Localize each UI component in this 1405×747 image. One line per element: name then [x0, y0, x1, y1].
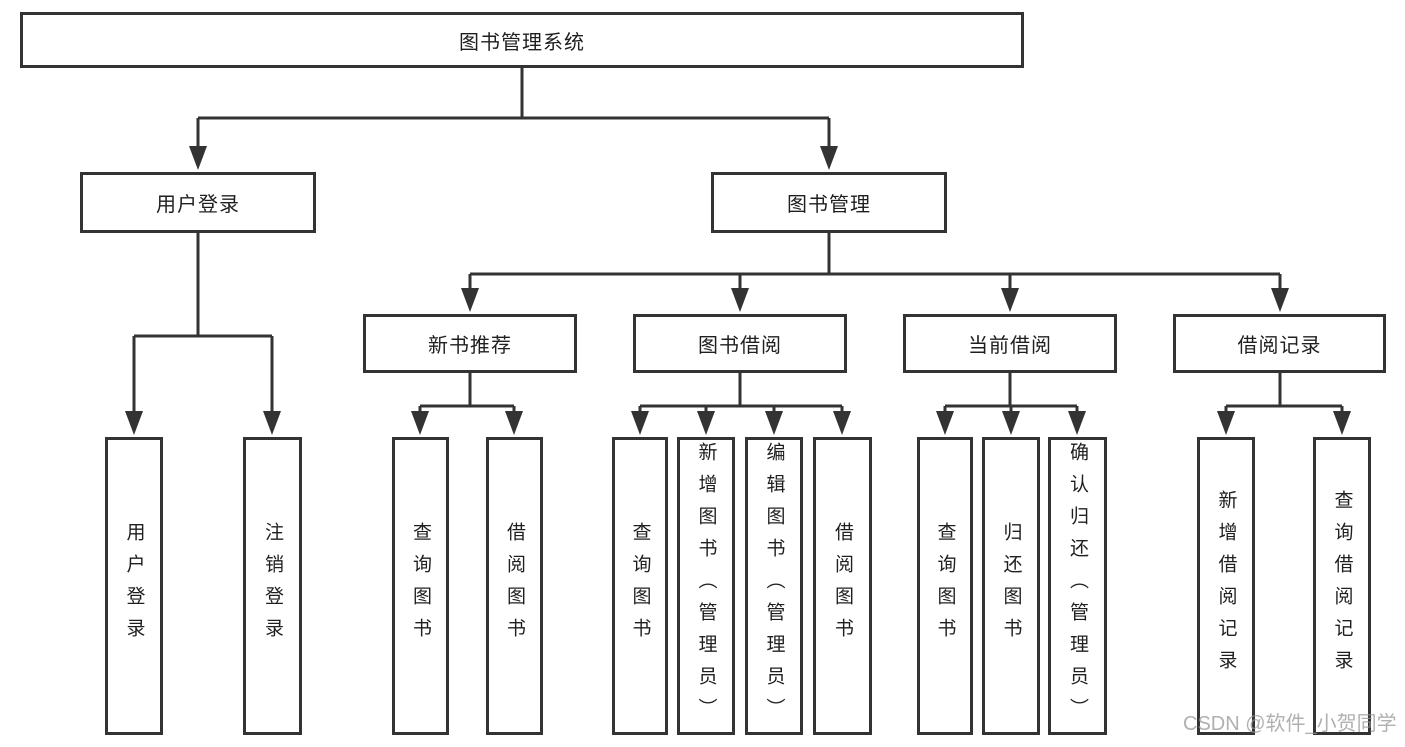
arrow-icon [1002, 411, 1020, 435]
arrow-icon [1271, 288, 1289, 312]
arrow-icon [631, 411, 649, 435]
node-label: 编辑图书（管理员） [763, 442, 785, 730]
arrow-icon [189, 146, 207, 170]
node-label: 图书管理系统 [459, 31, 585, 54]
node-label: 查询图书 [410, 522, 431, 650]
node-label: 新增图书（管理员） [695, 442, 717, 730]
node-label: 查询借阅记录 [1331, 490, 1353, 682]
arrow-icon [820, 146, 838, 170]
connector-user-login [132, 233, 274, 415]
leaf-user-login: 用户登录 [105, 437, 163, 735]
leaf-edit-book-admin: 编辑图书（管理员） [745, 437, 803, 735]
node-label: 图书借阅 [698, 335, 782, 357]
node-book-borrow: 图书借阅 [633, 314, 847, 373]
leaf-query-book-current: 查询图书 [917, 437, 973, 735]
node-label: 当前借阅 [968, 335, 1052, 357]
arrow-icon [936, 411, 954, 435]
leaf-logout: 注销登录 [243, 437, 302, 735]
node-book-management: 图书管理 [711, 172, 947, 233]
node-new-book-recommend: 新书推荐 [363, 314, 577, 373]
leaf-add-borrow-record: 新增借阅记录 [1197, 437, 1255, 735]
arrow-icon [765, 411, 783, 435]
node-label: 用户登录 [156, 194, 240, 216]
connector-book-borrow [638, 373, 844, 415]
arrow-icon [833, 411, 851, 435]
leaf-add-book-admin: 新增图书（管理员） [677, 437, 735, 735]
node-label: 借阅记录 [1237, 335, 1322, 357]
leaf-return-book: 归还图书 [982, 437, 1040, 735]
watermark: CSDN @软件_小贺同学 [1183, 713, 1397, 735]
arrow-icon [125, 411, 143, 435]
node-label: 查询图书 [629, 522, 651, 650]
node-label: 借阅图书 [504, 522, 525, 650]
arrow-icon [697, 411, 715, 435]
connector-book-management [468, 233, 1282, 292]
leaf-query-book-borrow: 查询图书 [612, 437, 668, 735]
leaf-query-book-recommend: 查询图书 [392, 437, 449, 735]
node-current-borrow: 当前借阅 [903, 314, 1117, 373]
leaf-borrow-book: 借阅图书 [813, 437, 872, 735]
leaf-borrow-book-recommend: 借阅图书 [486, 437, 543, 735]
node-user-login: 用户登录 [80, 172, 316, 233]
node-label: 用户登录 [123, 522, 145, 650]
arrow-icon [1217, 411, 1235, 435]
arrow-icon [731, 288, 749, 312]
arrow-icon [1068, 411, 1086, 435]
node-library-system: 图书管理系统 [20, 12, 1024, 68]
node-borrow-record: 借阅记录 [1173, 314, 1386, 373]
connector-current-borrow [943, 373, 1079, 415]
node-label: 归还图书 [1000, 522, 1022, 650]
node-label: 查询图书 [934, 522, 956, 650]
arrow-icon [1333, 411, 1351, 435]
arrow-icon [461, 288, 479, 312]
node-label: 借阅图书 [832, 522, 853, 650]
arrow-icon [263, 411, 281, 435]
node-label: 新书推荐 [428, 335, 512, 357]
node-label: 确认归还（管理员） [1067, 442, 1088, 730]
arrow-icon [1001, 288, 1019, 312]
arrow-icon [411, 411, 429, 435]
leaf-query-borrow-record: 查询借阅记录 [1313, 437, 1371, 735]
leaf-confirm-return-admin: 确认归还（管理员） [1048, 437, 1107, 735]
node-label: 图书管理 [787, 194, 871, 216]
node-label: 注销登录 [262, 522, 283, 650]
node-label: 新增借阅记录 [1215, 490, 1237, 682]
connector-root [196, 68, 831, 150]
connector-borrow-record [1224, 373, 1344, 415]
arrow-icon [505, 411, 523, 435]
connector-new-book [418, 373, 516, 415]
